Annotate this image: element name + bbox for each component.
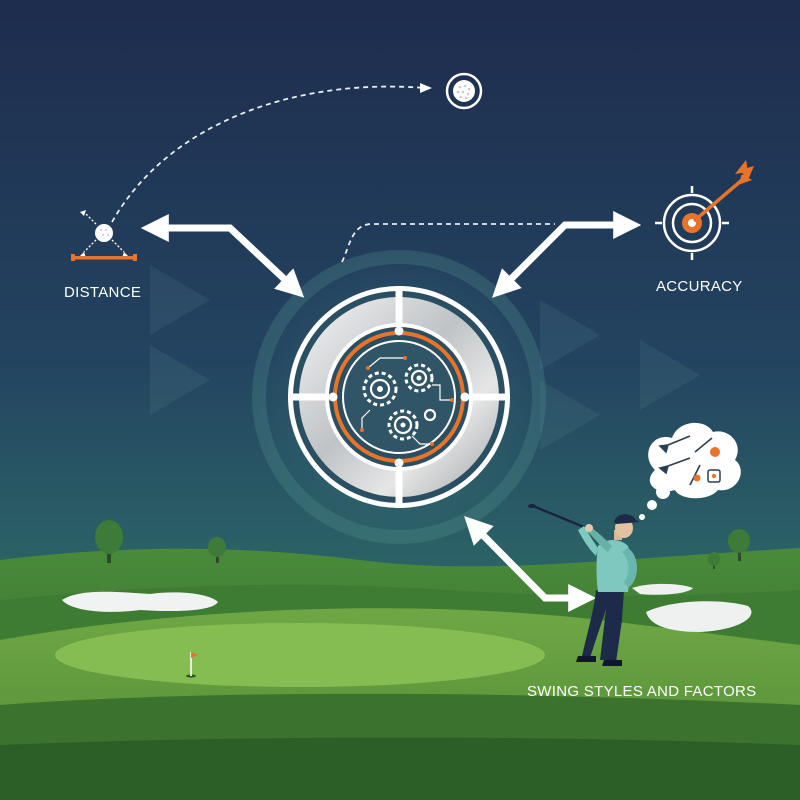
sand-bunker-right bbox=[646, 601, 752, 632]
foreground-grass-dark bbox=[0, 737, 800, 800]
sand-bunker-left bbox=[62, 591, 218, 612]
gears-hub-icon bbox=[288, 286, 510, 508]
accuracy-dashed-connector bbox=[341, 223, 555, 263]
tree-right-small bbox=[708, 552, 720, 569]
hole-flag-icon bbox=[186, 652, 198, 678]
golfer-swing-icon bbox=[528, 504, 640, 666]
clubs-thought-bubble-icon bbox=[639, 422, 741, 520]
accuracy-label: ACCURACY bbox=[656, 278, 743, 295]
background-chevrons bbox=[150, 265, 700, 450]
sand-bunker-right-small bbox=[632, 583, 693, 595]
golf-ball-distance-icon bbox=[71, 210, 137, 261]
target-dart-icon bbox=[655, 160, 754, 260]
golf-ball-icon bbox=[445, 72, 483, 110]
distance-label: DISTANCE bbox=[64, 284, 142, 301]
arrow-accuracy-hub bbox=[492, 211, 642, 298]
tree-left-small bbox=[208, 537, 226, 563]
arrow-distance-hub bbox=[140, 214, 305, 298]
tree-left bbox=[95, 520, 123, 563]
trajectory-arrowhead bbox=[420, 83, 432, 93]
golf-course bbox=[0, 520, 800, 800]
hub-halo bbox=[252, 250, 546, 544]
ball-trajectory bbox=[111, 85, 426, 223]
putting-green bbox=[55, 623, 545, 687]
swing-styles-label: SWING STYLES AND FACTORS bbox=[527, 683, 757, 700]
tree-right bbox=[728, 529, 750, 561]
arrow-swing-hub bbox=[464, 516, 597, 612]
